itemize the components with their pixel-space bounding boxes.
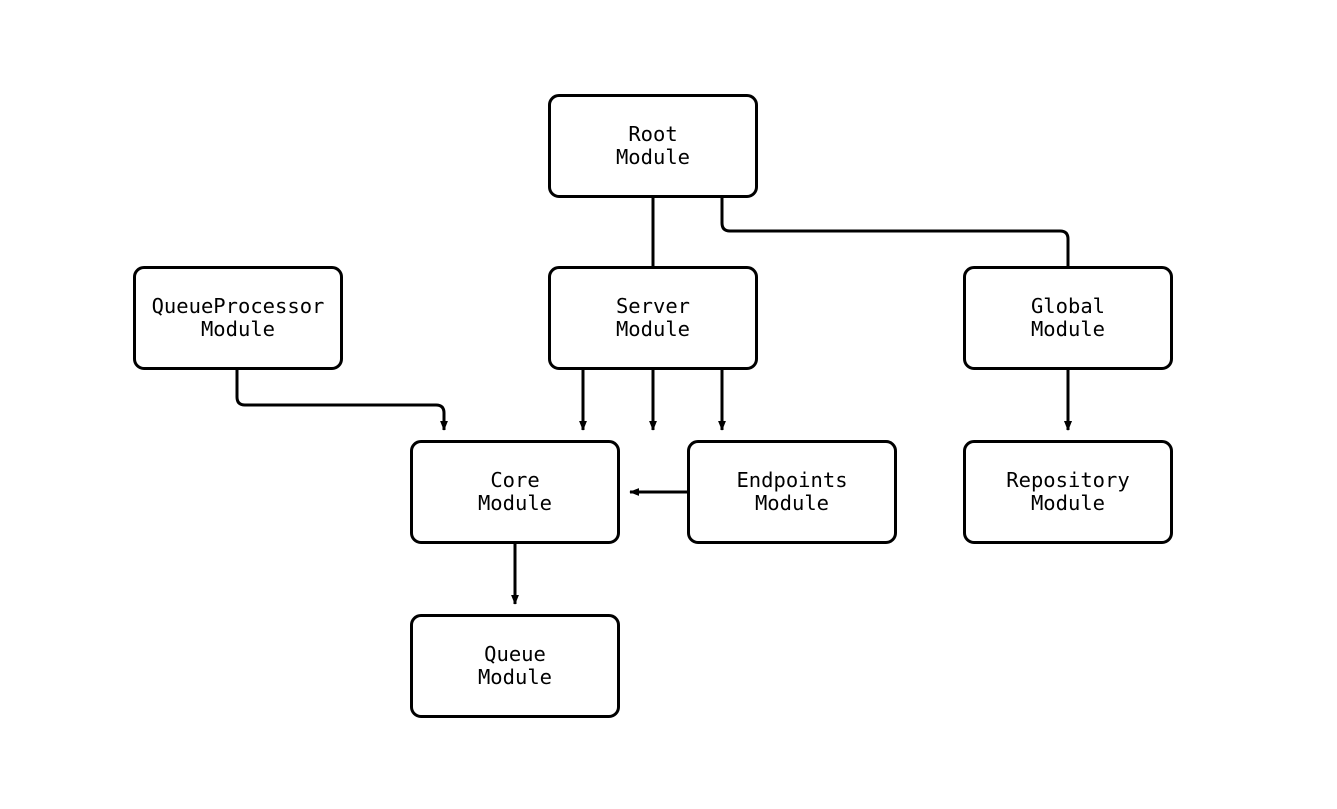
node-global-module-label-line1: Global (1030, 294, 1106, 318)
node-repository-module[interactable]: Repository Module (963, 440, 1173, 544)
node-core-module-label-line2: Module (477, 491, 553, 515)
node-server-module-label-line1: Server (615, 294, 691, 318)
node-queueprocessor-module[interactable]: QueueProcessor Module (133, 266, 343, 370)
node-endpoints-module[interactable]: Endpoints Module (687, 440, 897, 544)
node-global-module[interactable]: Global Module (963, 266, 1173, 370)
node-server-module-label-line2: Module (615, 317, 691, 341)
node-endpoints-module-label-line2: Module (754, 491, 830, 515)
node-root-module-label-line1: Root (628, 122, 678, 146)
node-repository-module-label-line1: Repository (1006, 468, 1130, 492)
node-global-module-label-line2: Module (1030, 317, 1106, 341)
node-root-module-label-line2: Module (615, 145, 691, 169)
edge-queueprocessor-core (235, 370, 448, 431)
node-core-module[interactable]: Core Module (410, 440, 620, 544)
node-endpoints-module-label-line1: Endpoints (736, 468, 848, 492)
node-root-module[interactable]: Root Module (548, 94, 758, 198)
node-repository-module-label-line2: Module (1030, 491, 1106, 515)
node-queueprocessor-module-label-line2: Module (200, 317, 276, 341)
node-queue-module-label-line2: Module (477, 665, 553, 689)
node-server-module[interactable]: Server Module (548, 266, 758, 370)
node-queue-module[interactable]: Queue Module (410, 614, 620, 718)
node-core-module-label-line1: Core (490, 468, 540, 492)
node-queue-module-label-line1: Queue (484, 642, 546, 666)
node-queueprocessor-module-label-line1: QueueProcessor (151, 294, 325, 318)
